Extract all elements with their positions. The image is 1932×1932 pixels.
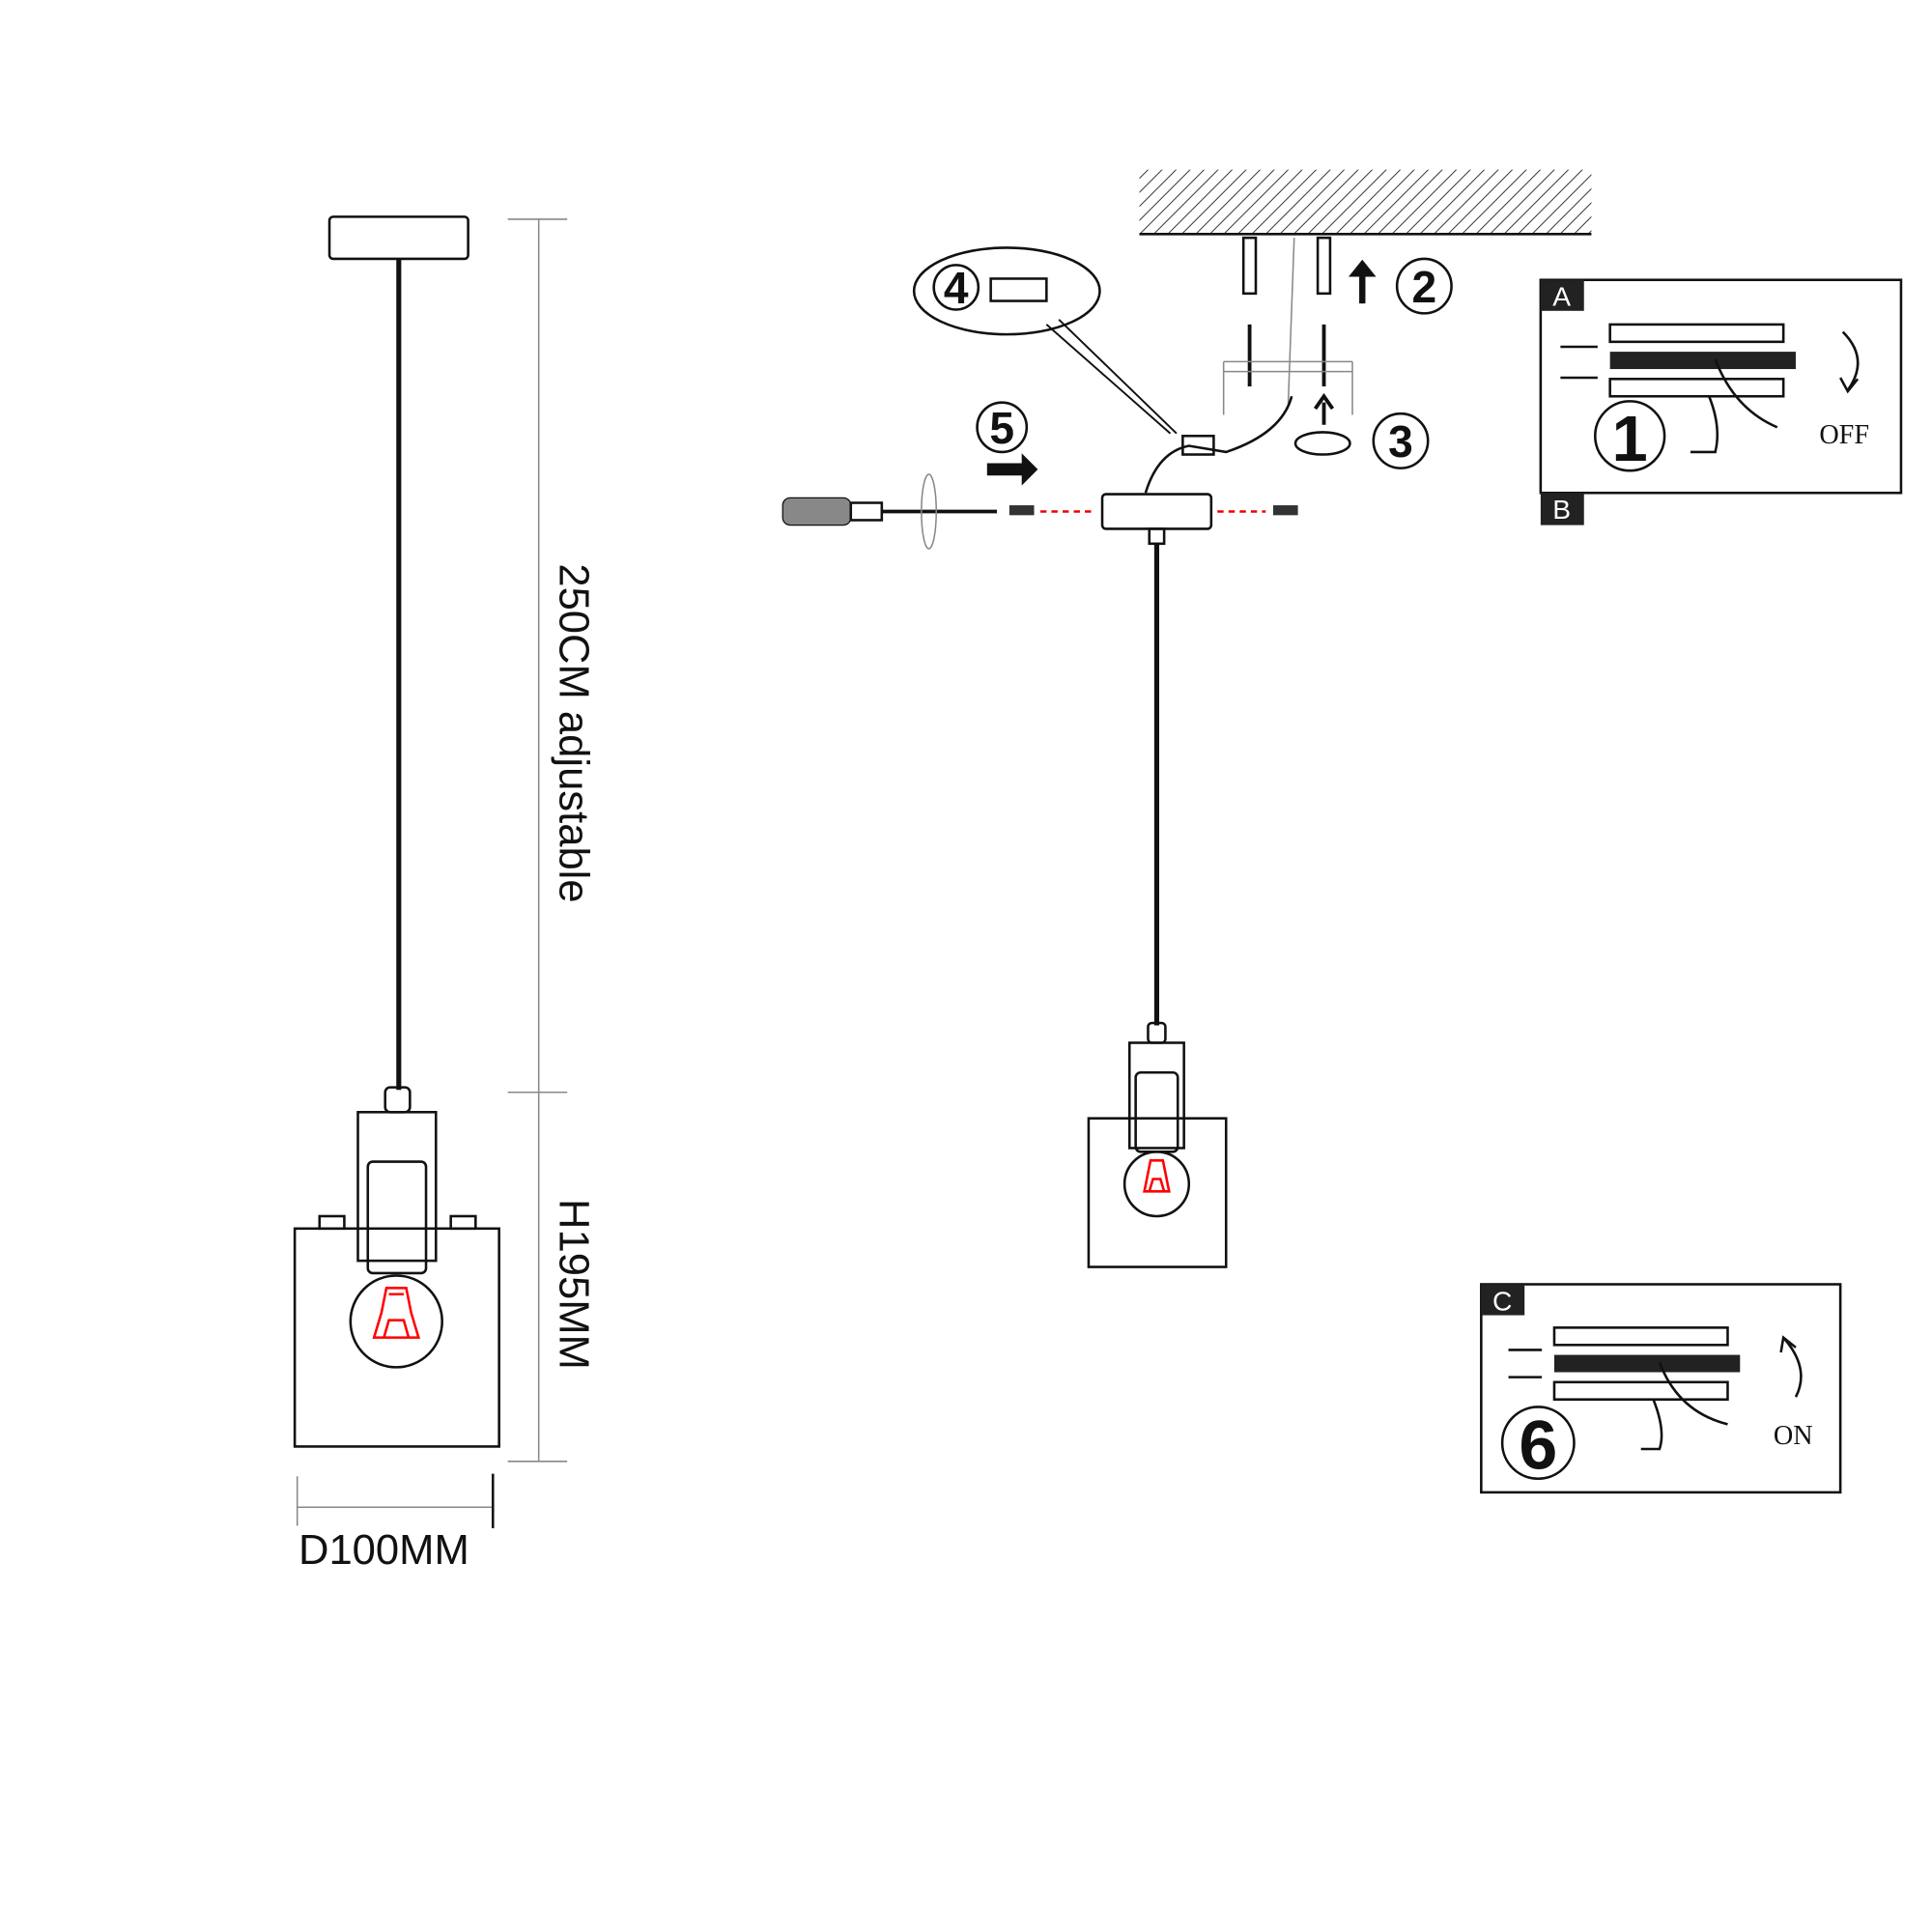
panel-c-tag: C bbox=[1492, 1285, 1512, 1316]
socket bbox=[366, 1160, 428, 1275]
height-label: H195MM bbox=[550, 1199, 596, 1370]
step-3-number: 3 bbox=[1388, 416, 1413, 467]
circuit-breaker-icon bbox=[1608, 323, 1798, 398]
up-arrow-icon bbox=[1348, 259, 1377, 304]
ceiling-canopy bbox=[1100, 493, 1213, 530]
step-5-number: 5 bbox=[989, 403, 1014, 453]
step-4-number: 4 bbox=[944, 263, 969, 313]
concrete-shade bbox=[293, 1227, 500, 1448]
hand-icon bbox=[1640, 1361, 1728, 1451]
wall-plug-and-screw-icon bbox=[1241, 236, 1332, 387]
lamp-holder-frame bbox=[356, 1111, 438, 1263]
panel-b-tag: B bbox=[1552, 494, 1571, 525]
step-1-number: 1 bbox=[1612, 404, 1648, 475]
circuit-breaker-icon bbox=[1552, 1326, 1742, 1401]
panel-a-tag: A bbox=[1552, 281, 1571, 312]
step-6-number: 6 bbox=[1519, 1407, 1557, 1485]
bulb-filament-icon bbox=[372, 1287, 421, 1339]
dimension-lamp-drawing: 250CM adjustable H195MM D100MM bbox=[293, 215, 596, 1574]
panel-a-switch-off: A B 1 OFF bbox=[1539, 278, 1903, 526]
on-label: ON bbox=[1774, 1421, 1813, 1451]
socket bbox=[1134, 1070, 1179, 1153]
wires bbox=[1144, 395, 1293, 494]
mounting-bracket bbox=[1222, 360, 1353, 415]
terminal-block-icon bbox=[989, 277, 1048, 302]
bulb bbox=[349, 1274, 443, 1369]
hand-icon bbox=[1690, 358, 1778, 454]
installation-drawing: 2 3 4 5 bbox=[781, 169, 1592, 1268]
rotate-icon bbox=[1293, 431, 1351, 456]
screwdriver-icon bbox=[781, 473, 998, 550]
screw-icon bbox=[1009, 505, 1035, 516]
terminal-block-detail bbox=[912, 246, 1101, 336]
step-2-number: 2 bbox=[1412, 262, 1437, 312]
up-arrow-icon bbox=[1313, 392, 1335, 425]
concrete-shade bbox=[1087, 1117, 1228, 1268]
rotate-up-arrow-icon bbox=[1779, 1335, 1803, 1398]
ceiling-canopy bbox=[327, 215, 469, 261]
lamp-holder-frame bbox=[1127, 1041, 1185, 1150]
right-arrow-icon bbox=[986, 453, 1038, 486]
rotate-down-arrow-icon bbox=[1839, 330, 1860, 394]
off-label: OFF bbox=[1819, 420, 1869, 450]
bulb-filament-icon bbox=[1143, 1159, 1171, 1193]
panel-c-switch-on: C 6 ON bbox=[1480, 1283, 1842, 1494]
terminal-block-icon bbox=[1181, 435, 1215, 456]
bulb bbox=[1122, 1151, 1191, 1218]
diameter-label: D100MM bbox=[298, 1527, 469, 1574]
screw-icon bbox=[1272, 505, 1298, 516]
ceiling bbox=[1139, 169, 1592, 235]
cable-length-label: 250CM adjustable bbox=[550, 563, 596, 902]
